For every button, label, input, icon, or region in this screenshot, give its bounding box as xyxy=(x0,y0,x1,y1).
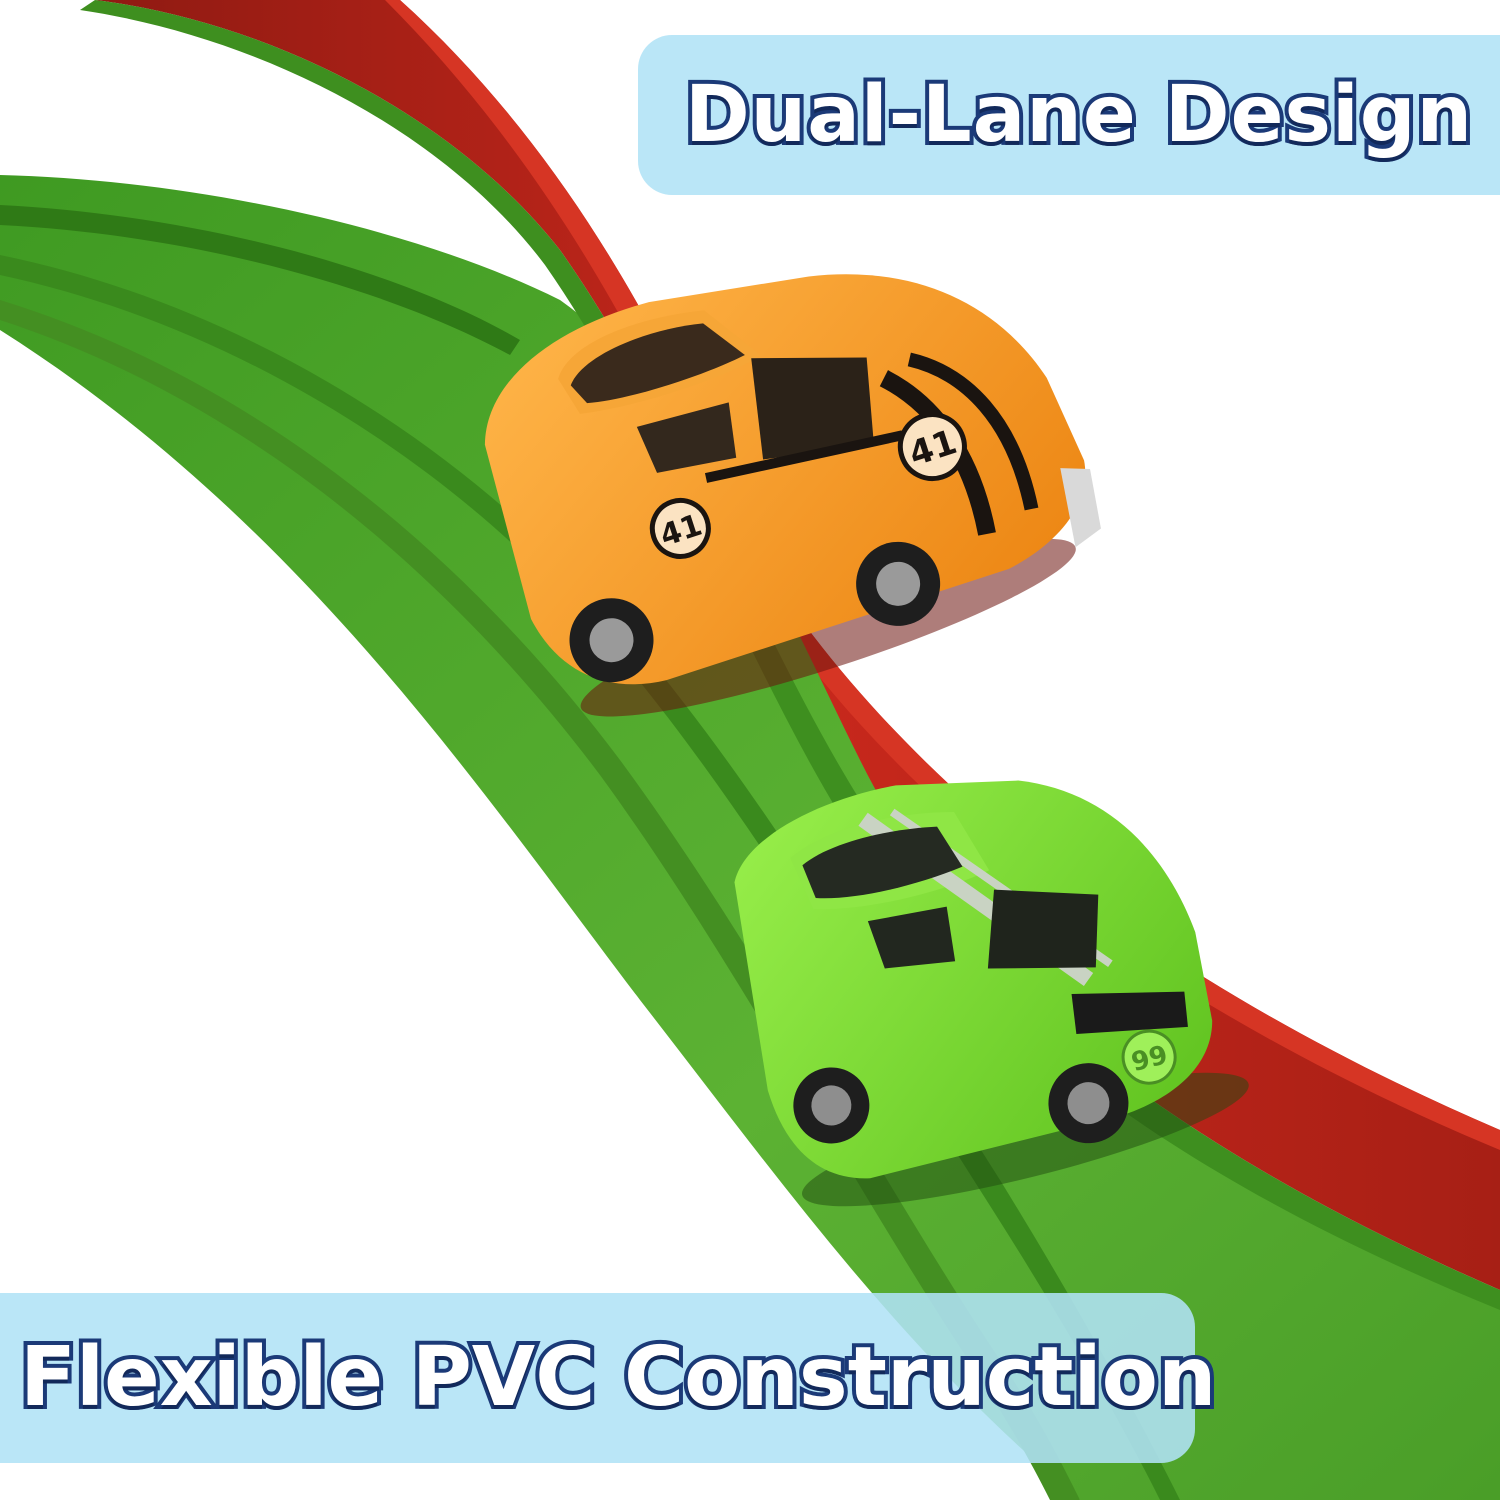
top-banner: Dual-Lane Design xyxy=(638,35,1500,195)
orange-race-car: 41 41 xyxy=(484,274,1101,717)
headline-flexible-pvc: Flexible PVC Construction xyxy=(16,1330,1220,1425)
bottom-banner: Flexible PVC Construction xyxy=(0,1293,1220,1463)
headline-dual-lane: Dual-Lane Design xyxy=(681,70,1476,160)
green-race-car: 99 xyxy=(734,780,1249,1207)
